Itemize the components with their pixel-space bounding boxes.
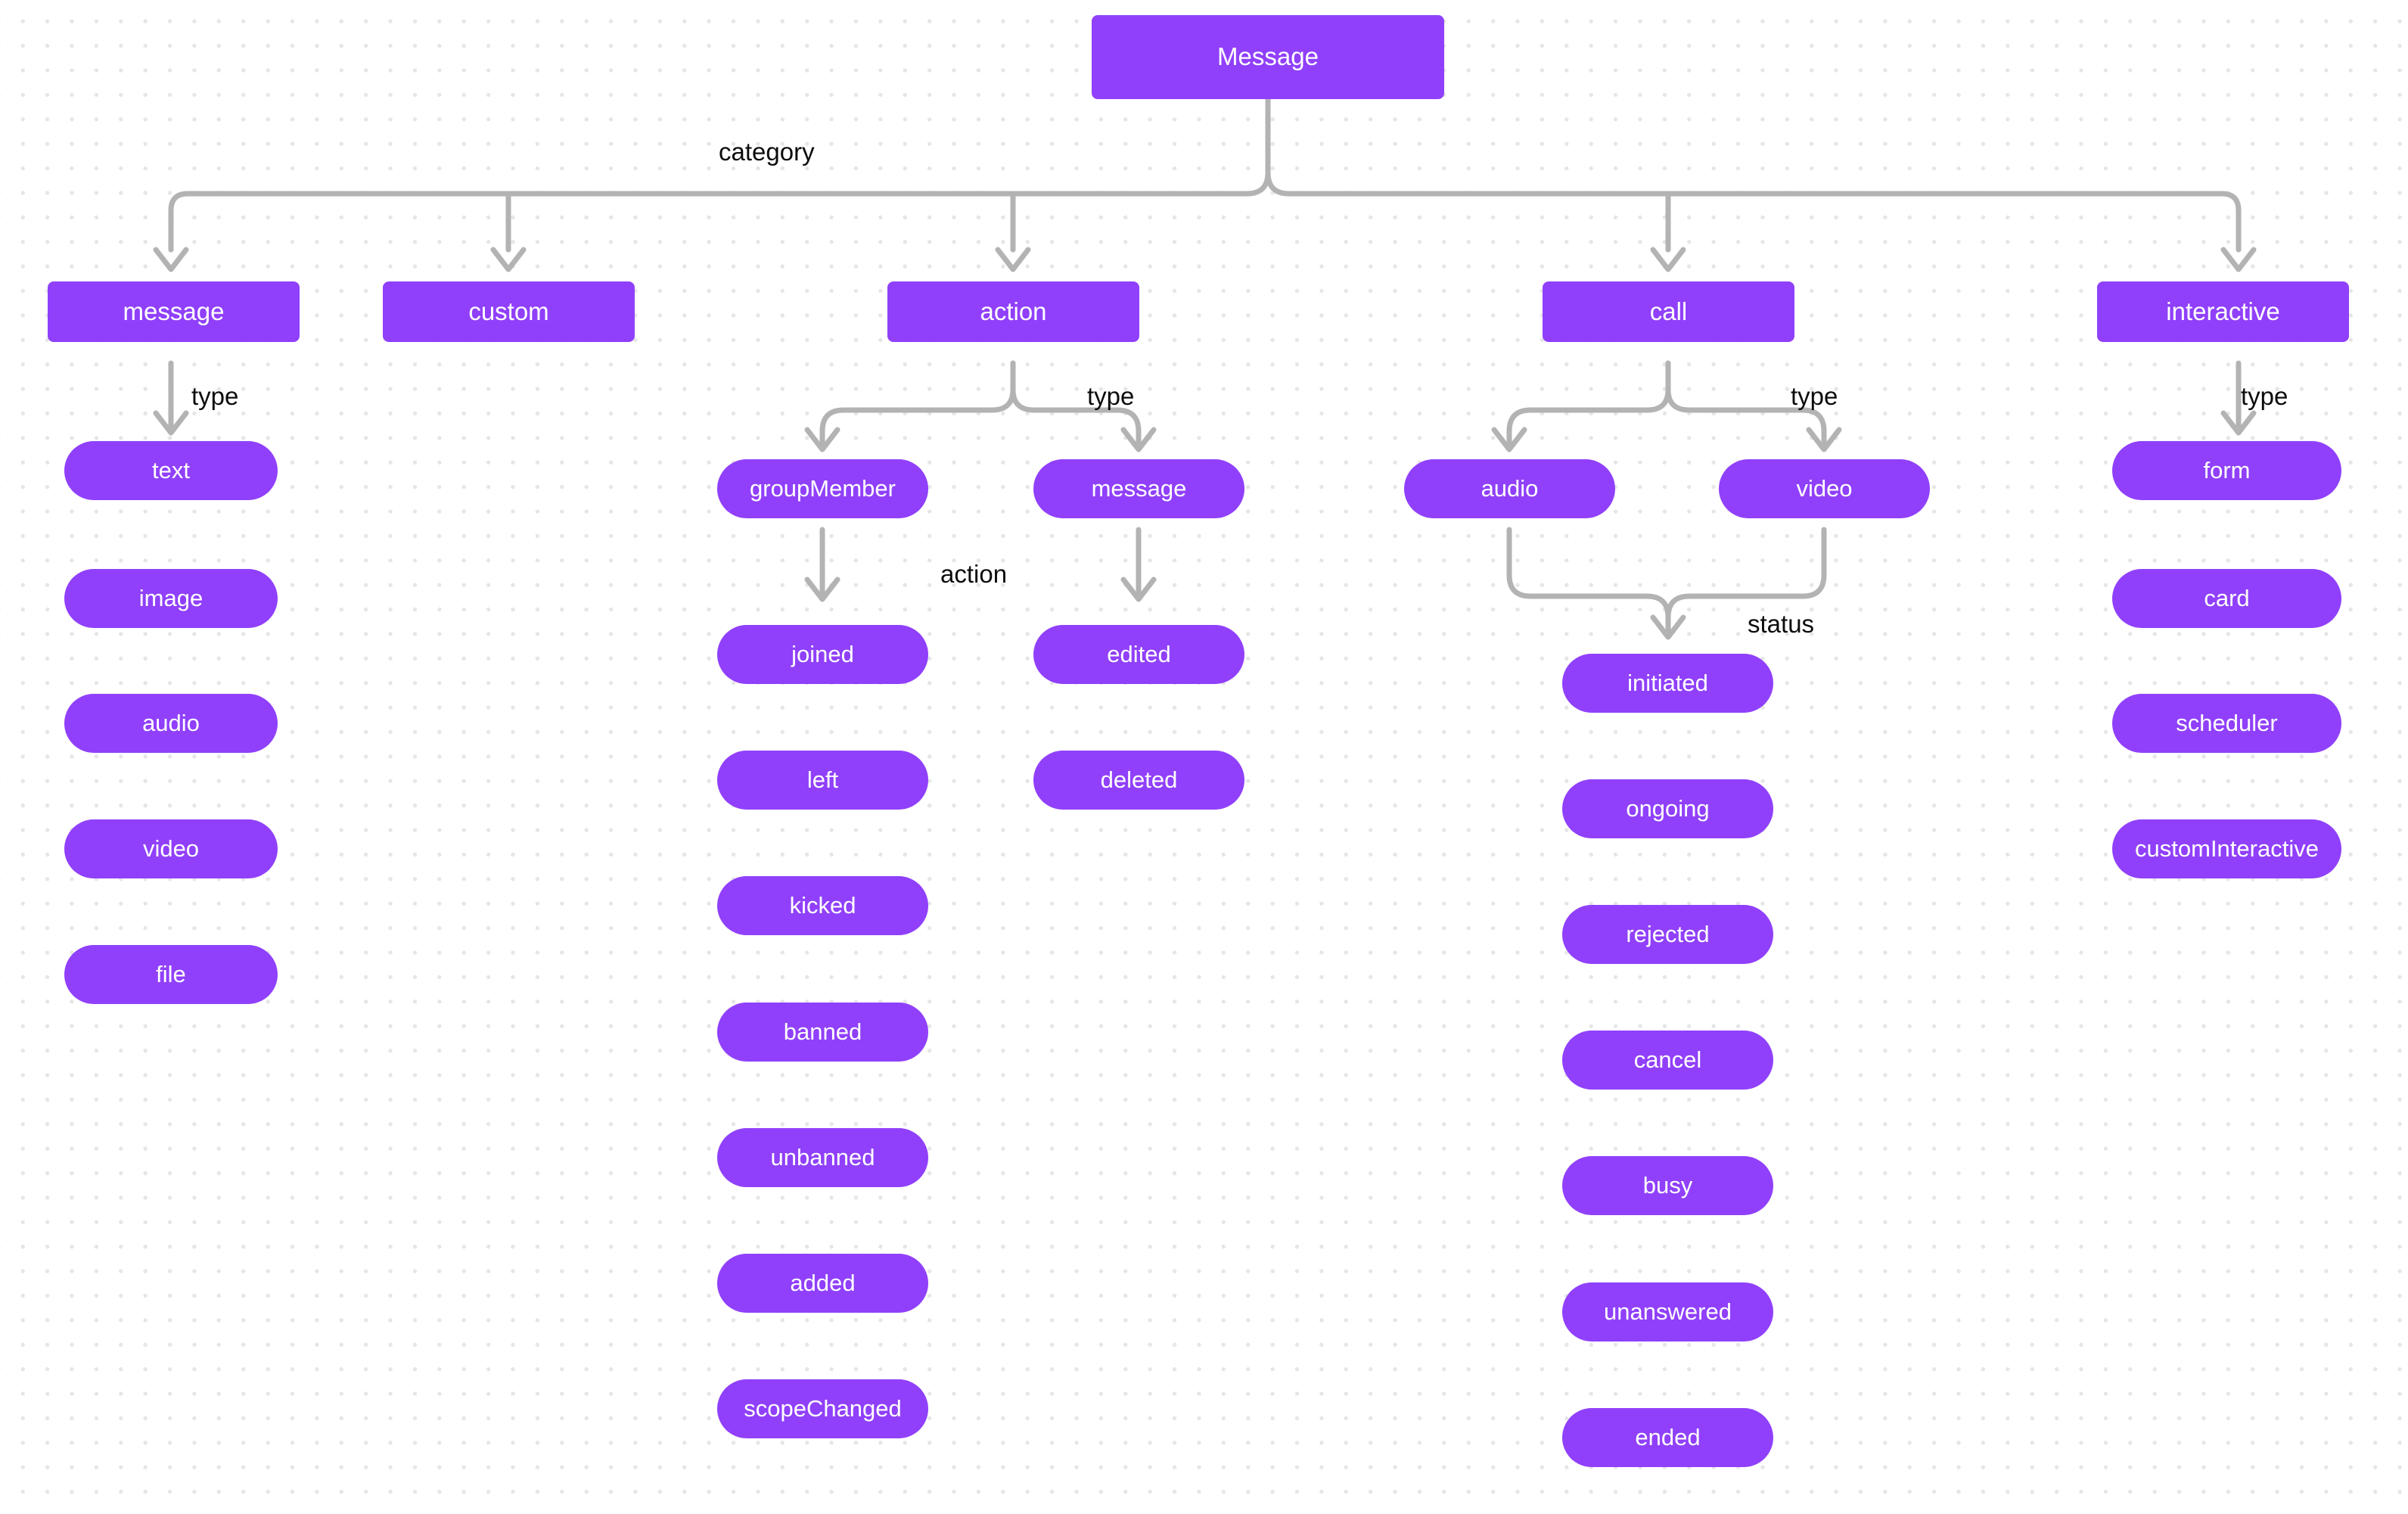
- edge-label-call-type: type: [1791, 382, 1838, 410]
- node-groupmember-action-added[interactable]: added: [717, 1254, 928, 1313]
- arrowhead-message: [153, 247, 189, 272]
- edge-label-category: category: [719, 138, 815, 166]
- node-label: unanswered: [1604, 1298, 1732, 1325]
- node-label: edited: [1107, 640, 1171, 667]
- node-label: image: [138, 584, 204, 611]
- node-label: unbanned: [770, 1143, 875, 1170]
- node-groupmember-action-banned[interactable]: banned: [717, 1003, 928, 1062]
- arrowhead-initiated: [1650, 614, 1686, 640]
- node-call-status-ongoing[interactable]: ongoing: [1562, 779, 1773, 838]
- edge-action-to-groupmember: [819, 360, 1016, 451]
- node-label: ended: [1635, 1423, 1701, 1450]
- node-groupmember-action-unbanned[interactable]: unbanned: [717, 1128, 928, 1187]
- node-root-message[interactable]: Message: [1092, 15, 1444, 99]
- node-interactive-type-custominteractive[interactable]: customInteractive: [2112, 819, 2341, 878]
- node-call-status-rejected[interactable]: rejected: [1562, 905, 1773, 964]
- node-category-interactive[interactable]: interactive: [2097, 281, 2349, 342]
- node-label: added: [790, 1269, 856, 1296]
- node-message-type-file[interactable]: file: [64, 945, 278, 1004]
- node-label: audio: [1481, 474, 1539, 502]
- node-label: message: [1091, 474, 1187, 502]
- node-message-type-image[interactable]: image: [64, 569, 278, 628]
- node-label: form: [2203, 456, 2251, 483]
- node-label: rejected: [1626, 920, 1710, 947]
- edge-label-call-status: status: [1748, 610, 1815, 638]
- node-groupmember-action-joined[interactable]: joined: [717, 625, 928, 684]
- node-interactive-type-scheduler[interactable]: scheduler: [2112, 694, 2341, 753]
- node-label: busy: [1642, 1171, 1693, 1198]
- node-label: Message: [1217, 42, 1319, 71]
- node-label: action: [980, 297, 1047, 325]
- node-call-status-cancel[interactable]: cancel: [1562, 1031, 1773, 1090]
- edge-call-to-audio: [1506, 360, 1671, 451]
- node-label: customInteractive: [2135, 835, 2319, 862]
- edge-bus-right: [1265, 169, 2242, 253]
- node-call-status-unanswered[interactable]: unanswered: [1562, 1282, 1773, 1341]
- node-label: call: [1649, 297, 1688, 325]
- arrowhead-audio: [1491, 427, 1527, 452]
- edge-label-action-type: type: [1087, 382, 1135, 410]
- node-label: scheduler: [2176, 709, 2278, 736]
- arrowhead-joined: [804, 577, 840, 602]
- node-category-call[interactable]: call: [1543, 281, 1794, 342]
- arrowhead-action: [995, 247, 1031, 272]
- node-interactive-type-form[interactable]: form: [2112, 441, 2341, 500]
- arrowhead-interactive: [2220, 247, 2257, 272]
- node-groupmember-action-kicked[interactable]: kicked: [717, 876, 928, 935]
- edge-audio-to-initiated: [1506, 527, 1671, 639]
- node-label: initiated: [1627, 669, 1708, 696]
- node-label: card: [2204, 584, 2250, 611]
- node-label: deleted: [1100, 766, 1178, 793]
- node-message-action-edited[interactable]: edited: [1033, 625, 1244, 684]
- node-label: text: [152, 456, 190, 483]
- node-interactive-type-card[interactable]: card: [2112, 569, 2341, 628]
- node-label: ongoing: [1626, 794, 1710, 822]
- arrowhead-custom: [490, 247, 527, 272]
- node-label: video: [1796, 474, 1853, 502]
- node-label: banned: [783, 1018, 862, 1045]
- node-label: cancel: [1633, 1046, 1702, 1073]
- node-message-type-video[interactable]: video: [64, 819, 278, 878]
- node-label: joined: [791, 640, 854, 667]
- arrowhead-submessage: [1120, 427, 1157, 452]
- node-label: groupMember: [750, 474, 896, 502]
- node-label: file: [156, 960, 186, 987]
- arrowhead-call: [1650, 247, 1686, 272]
- arrowhead-groupmember: [804, 427, 840, 452]
- node-message-action-deleted[interactable]: deleted: [1033, 751, 1244, 810]
- node-category-custom[interactable]: custom: [383, 281, 635, 342]
- edge-label-action-action: action: [940, 560, 1008, 588]
- node-message-type-text[interactable]: text: [64, 441, 278, 500]
- node-category-action[interactable]: action: [887, 281, 1139, 342]
- node-label: message: [123, 297, 225, 325]
- edge-root-to-bus: [168, 96, 1271, 253]
- node-label: scopeChanged: [744, 1394, 902, 1422]
- edge-label-interactive-type: type: [2241, 382, 2288, 410]
- arrowhead-form: [2220, 410, 2257, 436]
- node-action-type-groupmember[interactable]: groupMember: [717, 459, 928, 518]
- node-call-type-audio[interactable]: audio: [1404, 459, 1615, 518]
- node-label: audio: [142, 709, 200, 736]
- arrowhead-text: [153, 410, 189, 436]
- node-call-status-initiated[interactable]: initiated: [1562, 654, 1773, 713]
- arrowhead-video: [1806, 427, 1842, 452]
- node-label: custom: [468, 297, 549, 325]
- node-label: left: [806, 766, 839, 793]
- edge-label-message-type: type: [191, 382, 239, 410]
- node-call-type-video[interactable]: video: [1719, 459, 1930, 518]
- node-category-message[interactable]: message: [48, 281, 300, 342]
- node-label: kicked: [789, 891, 856, 919]
- node-call-status-ended[interactable]: ended: [1562, 1408, 1773, 1467]
- node-groupmember-action-scopechanged[interactable]: scopeChanged: [717, 1379, 928, 1438]
- node-message-type-audio[interactable]: audio: [64, 694, 278, 753]
- node-label: video: [142, 835, 200, 862]
- node-call-status-busy[interactable]: busy: [1562, 1156, 1773, 1215]
- node-groupmember-action-left[interactable]: left: [717, 751, 928, 810]
- arrowhead-edited: [1120, 577, 1157, 602]
- node-label: interactive: [2166, 297, 2280, 325]
- node-action-type-message[interactable]: message: [1033, 459, 1244, 518]
